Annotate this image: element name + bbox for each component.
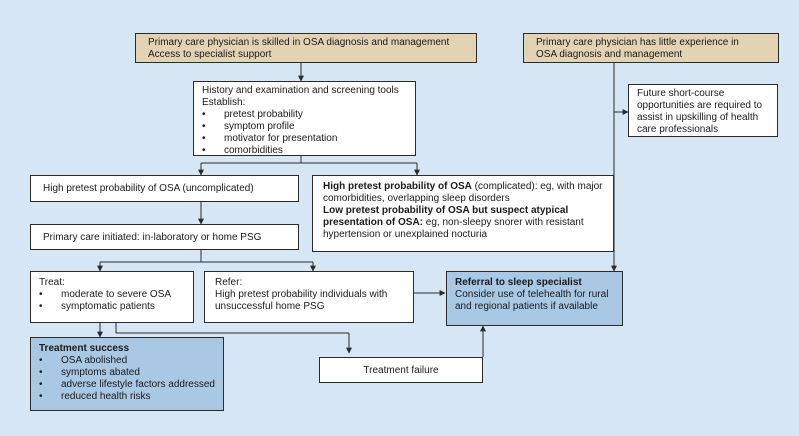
list-item: pretest probability (202, 109, 407, 121)
primary-initiated-text: Primary care initiated: in-laboratory or… (43, 232, 262, 243)
list-item: motivator for presentation (202, 133, 407, 145)
little-experience-line-2: OSA diagnosis and management (536, 49, 683, 60)
treat-box: Treat: moderate to severe OSA symptomati… (30, 271, 194, 323)
list-item: moderate to severe OSA (39, 289, 185, 301)
complicated-atypical-box: High pretest probability of OSA (complic… (312, 175, 614, 252)
success-list: OSA abolished symptoms abated adverse li… (39, 355, 215, 403)
treat-title: Treat: (39, 277, 65, 288)
future-text: Future short-course opportunities are re… (637, 88, 763, 135)
refer-box: Refer: High pretest probability individu… (204, 271, 414, 323)
history-subtitle: Establish: (202, 97, 246, 108)
complicated-paragraph: High pretest probability of OSA (complic… (323, 181, 603, 205)
little-experience-line-1: Primary care physician has little experi… (536, 37, 739, 48)
history-list: pretest probability symptom profile moti… (202, 109, 407, 157)
skilled-physician-box: Primary care physician is skilled in OSA… (135, 33, 477, 63)
list-item: adverse lifestyle factors addressed (39, 379, 215, 391)
primary-care-initiated-box: Primary care initiated: in-laboratory or… (30, 224, 299, 250)
refer-title: Refer: (215, 277, 243, 288)
history-title: History and examination and screening to… (202, 85, 399, 96)
specialist-text: Consider use of telehealth for rural and… (455, 289, 609, 312)
atypical-bold: Low pretest probability of OSA but suspe… (323, 205, 569, 228)
skilled-line-1: Primary care physician is skilled in OSA… (148, 37, 450, 48)
skilled-line-2: Access to specialist support (148, 49, 272, 60)
treat-list: moderate to severe OSA symptomatic patie… (39, 289, 185, 313)
atypical-paragraph: Low pretest probability of OSA but suspe… (323, 205, 603, 241)
success-title: Treatment success (39, 343, 130, 354)
list-item: OSA abolished (39, 355, 215, 367)
little-experience-box: Primary care physician has little experi… (523, 33, 779, 63)
atypical-rest: eg, non-sleepy snorer with resistant hyp… (323, 217, 584, 240)
specialist-title: Referral to sleep specialist (455, 277, 582, 288)
list-item: comorbidities (202, 145, 407, 157)
failure-text: Treatment failure (363, 365, 439, 376)
list-item: symptoms abated (39, 367, 215, 379)
complicated-bold: High pretest probability of OSA (323, 181, 472, 192)
treatment-success-box: Treatment success OSA abolished symptoms… (30, 337, 224, 411)
list-item: reduced health risks (39, 391, 215, 403)
complicated-rest: (complicated): eg, with major comorbidit… (323, 181, 603, 204)
sleep-specialist-referral-box: Referral to sleep specialist Consider us… (446, 271, 623, 326)
list-item: symptom profile (202, 121, 407, 133)
list-item: symptomatic patients (39, 301, 185, 313)
history-examination-box: History and examination and screening to… (193, 81, 416, 157)
future-opportunities-box: Future short-course opportunities are re… (628, 84, 778, 137)
refer-text: High pretest probability individuals wit… (215, 289, 388, 312)
treatment-failure-box: Treatment failure (319, 357, 483, 383)
high-pretest-uncomplicated-box: High pretest probability of OSA (uncompl… (30, 175, 299, 202)
high-uncomplicated-text: High pretest probability of OSA (uncompl… (43, 183, 254, 194)
